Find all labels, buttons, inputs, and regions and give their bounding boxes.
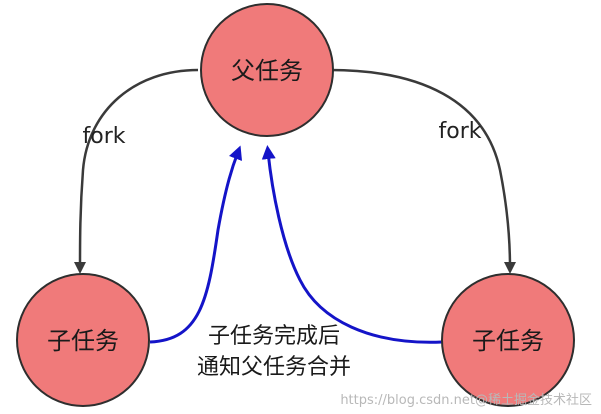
fork-label-left: fork [83,124,126,149]
merge-note-line-2: 通知父任务合并 [197,355,351,380]
watermark-text: https://blog.csdn.net@稀土掘金技术社区 [340,392,592,408]
child-task-node-right: 子任务 [441,273,575,407]
merge-note-line-1: 子任务完成后 [208,324,340,349]
fork-edge-left [74,68,199,274]
fork-label-right: fork [439,119,482,144]
parent-task-label: 父任务 [231,57,303,85]
child-task-label-left: 子任务 [47,327,119,355]
parent-task-node: 父任务 [200,3,334,137]
child-task-label-right: 子任务 [472,327,544,355]
merge-edge-right [261,145,443,344]
fork-edge-right [329,68,516,274]
merge-edge-left [149,145,243,344]
child-task-node-left: 子任务 [16,273,150,407]
